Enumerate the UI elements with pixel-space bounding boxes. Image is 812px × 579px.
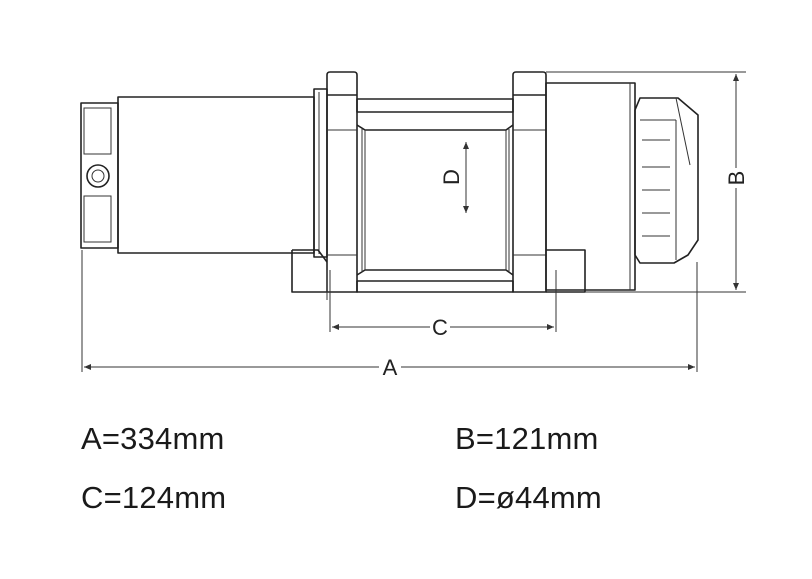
right-end-plate [512,71,586,293]
spec-d: D=ø44mm [455,480,602,515]
cable-drum [356,124,514,276]
dimension-a: A [81,250,698,380]
brake-cover [634,97,699,264]
spec-a: A=334mm [81,421,225,456]
dimension-d: D [439,142,469,213]
dimension-c: C [329,270,557,340]
label-d: D [439,169,464,185]
motor-end-cap [80,102,119,249]
label-a: A [383,355,398,380]
label-c: C [432,315,448,340]
dimension-b: B [546,71,749,293]
motor-body [117,96,315,254]
motor-flange [313,88,328,258]
spec-b: B=121mm [455,421,599,456]
tie-bars [356,98,514,293]
label-b: B [724,171,749,186]
spec-c: C=124mm [81,480,227,515]
gear-housing [545,82,636,291]
left-end-plate [291,71,358,300]
